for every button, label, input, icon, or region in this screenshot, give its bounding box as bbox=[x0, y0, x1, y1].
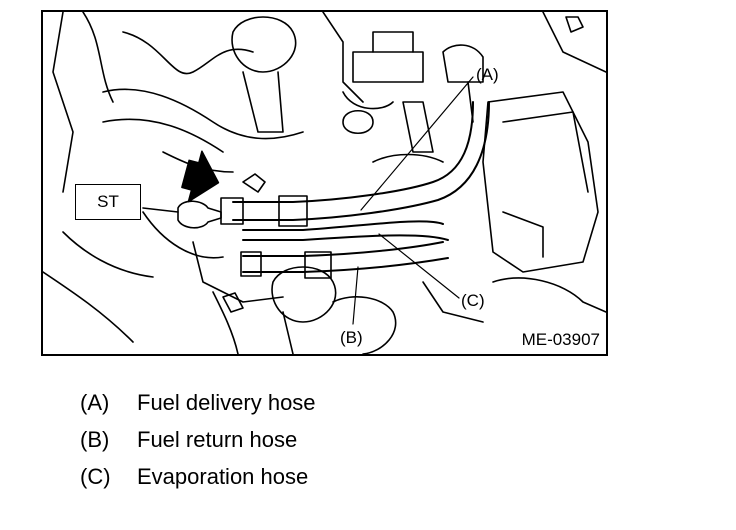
legend-text: Fuel delivery hose bbox=[137, 390, 316, 415]
callout-c: (C) bbox=[461, 291, 485, 310]
fuel-delivery-hose bbox=[220, 101, 490, 227]
evaporation-hose bbox=[242, 220, 449, 241]
fuel-return-hose bbox=[240, 241, 449, 279]
callout-b: (B) bbox=[340, 328, 363, 347]
engine-bay-drawing bbox=[43, 12, 606, 354]
legend-item: (A) Fuel delivery hose bbox=[80, 390, 316, 427]
legend-text: Fuel return hose bbox=[137, 427, 298, 452]
legend-key: (B) bbox=[80, 427, 110, 452]
engine-background-parts bbox=[43, 12, 606, 354]
figure-code: ME-03907 bbox=[521, 330, 600, 349]
callout-a: (A) bbox=[476, 65, 499, 84]
legend-key: (A) bbox=[80, 390, 110, 415]
direction-arrow-icon bbox=[181, 150, 220, 203]
legend-item: (B) Fuel return hose bbox=[80, 427, 316, 464]
legend: (A) Fuel delivery hose (B) Fuel return h… bbox=[80, 390, 316, 501]
special-tool-label: ST bbox=[75, 184, 141, 220]
legend-text: Evaporation hose bbox=[137, 464, 309, 489]
engine-hose-illustration: ST (A) (C) (B) ME-03907 bbox=[41, 10, 608, 356]
legend-key: (C) bbox=[80, 464, 111, 489]
legend-item: (C) Evaporation hose bbox=[80, 464, 316, 501]
special-tool-label-text: ST bbox=[97, 192, 119, 211]
leader-lines bbox=[352, 76, 474, 325]
special-tool bbox=[142, 200, 222, 229]
